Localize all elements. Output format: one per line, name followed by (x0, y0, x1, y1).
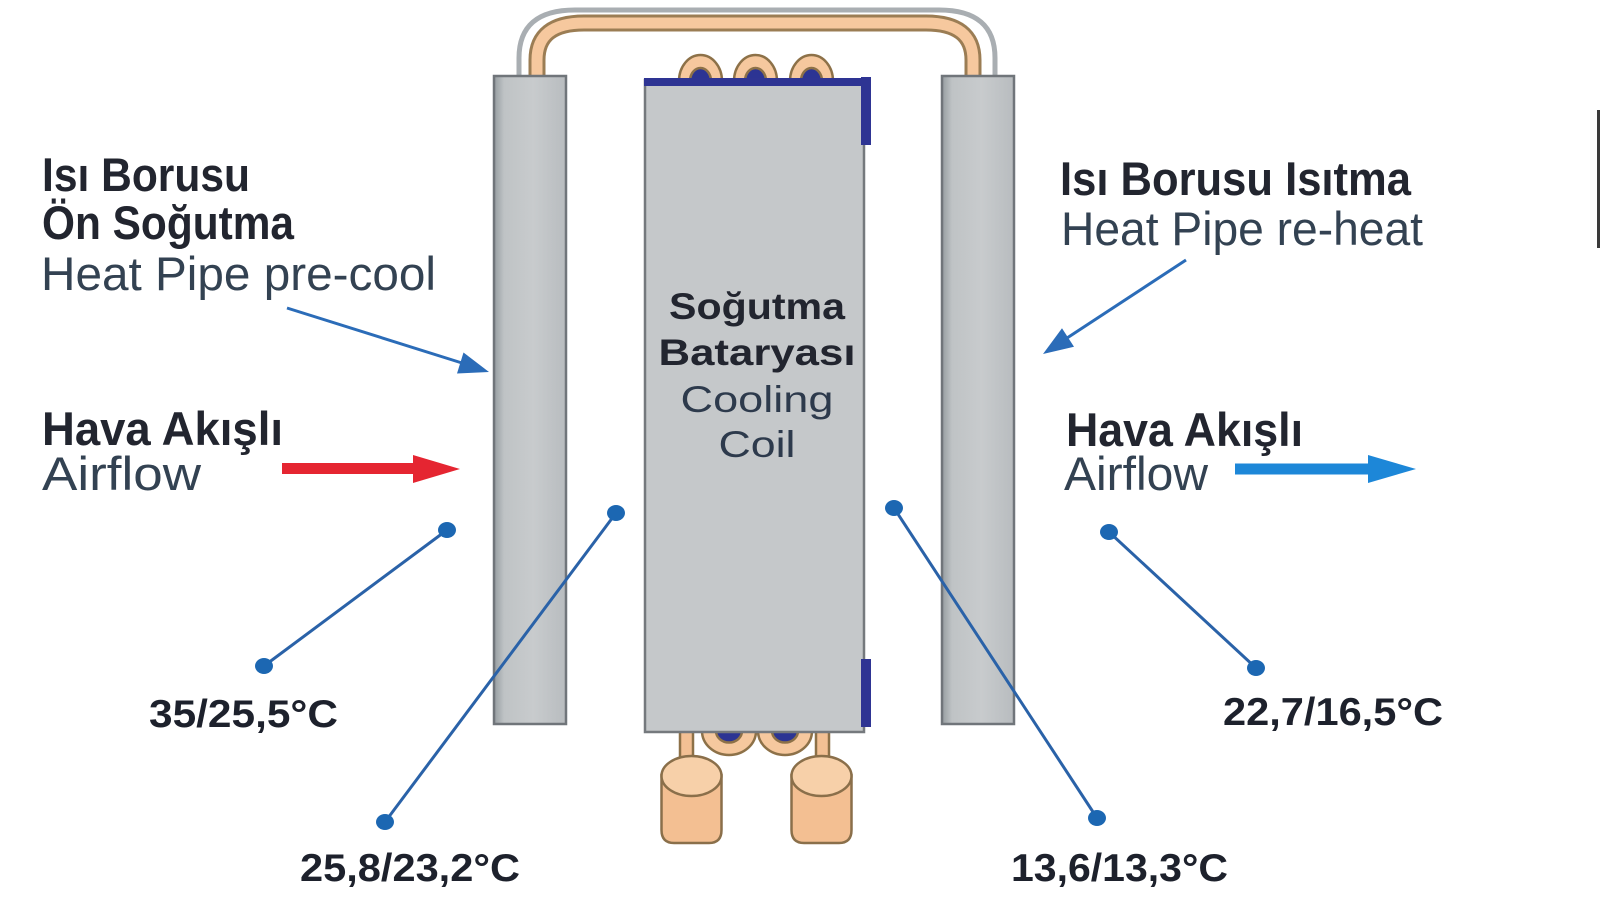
svg-text:35/25,5°C: 35/25,5°C (149, 693, 338, 736)
svg-text:25,8/23,2°C: 25,8/23,2°C (300, 847, 520, 890)
svg-text:Soğutma: Soğutma (669, 286, 845, 327)
svg-text:Airflow: Airflow (42, 447, 202, 500)
svg-text:Ön Soğutma: Ön Soğutma (42, 196, 295, 249)
svg-text:Heat Pipe pre-cool: Heat Pipe pre-cool (41, 247, 436, 300)
svg-text:22,7/16,5°C: 22,7/16,5°C (1223, 691, 1443, 734)
svg-text:Bataryası: Bataryası (659, 332, 856, 373)
svg-text:Coil: Coil (719, 424, 796, 465)
svg-text:Hava Akışlı: Hava Akışlı (42, 402, 283, 455)
svg-text:Heat Pipe re-heat: Heat Pipe re-heat (1061, 202, 1423, 255)
svg-text:Airflow: Airflow (1064, 447, 1209, 500)
svg-text:Isı Borusu: Isı Borusu (42, 148, 250, 201)
svg-text:13,6/13,3°C: 13,6/13,3°C (1011, 847, 1228, 890)
svg-text:Cooling: Cooling (681, 379, 834, 420)
svg-text:Hava Akışlı: Hava Akışlı (1066, 403, 1303, 456)
svg-text:Isı Borusu Isıtma: Isı Borusu Isıtma (1060, 152, 1412, 205)
